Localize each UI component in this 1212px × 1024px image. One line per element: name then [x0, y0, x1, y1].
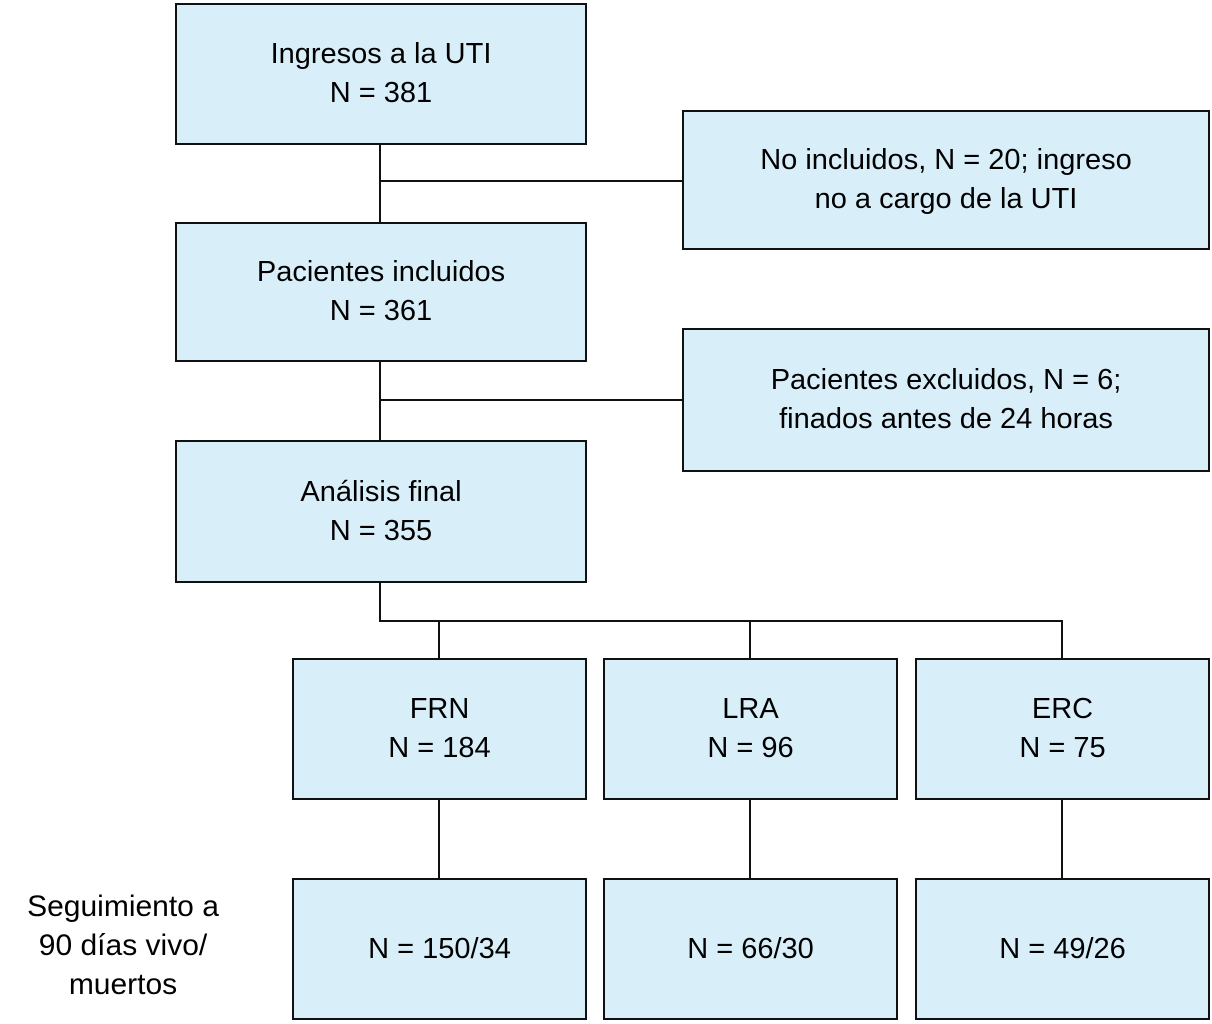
caption-line: muertos	[68, 968, 178, 1001]
node-count: N = 150/34	[368, 932, 511, 965]
node-lra-seguimiento: N = 66/30	[603, 878, 898, 1020]
node-analisis-final: Análisis final N = 355	[175, 440, 587, 583]
connector-branch-no-incluidos	[379, 180, 682, 182]
node-count: N = 361	[329, 295, 433, 327]
node-label: Pacientes excluidos, N = 6;	[770, 364, 1122, 396]
connector-drop-erc	[1061, 620, 1063, 658]
node-count: N = 355	[329, 514, 433, 547]
node-count: N = 75	[1019, 732, 1106, 764]
node-label: Ingresos a la UTI	[270, 38, 492, 70]
node-erc: ERC N = 75	[915, 658, 1210, 800]
node-lra: LRA N = 96	[603, 658, 898, 800]
node-erc-seguimiento: N = 49/26	[915, 878, 1210, 1020]
connector-distribution-bar	[379, 620, 1063, 622]
node-label: Análisis final	[300, 475, 462, 508]
node-frn-seguimiento: N = 150/34	[292, 878, 587, 1020]
node-pacientes-incluidos: Pacientes incluidos N = 361	[175, 222, 587, 362]
node-frn: FRN N = 184	[292, 658, 587, 800]
seguimiento-caption: Seguimiento a 90 días vivo/ muertos	[0, 887, 246, 1004]
node-label: FRN	[409, 693, 470, 725]
connector-drop-frn	[438, 620, 440, 658]
node-count: N = 184	[388, 732, 491, 764]
node-pacientes-excluidos: Pacientes excluidos, N = 6; finados ante…	[682, 328, 1210, 472]
connector-drop-lra	[749, 620, 751, 658]
node-label: LRA	[722, 693, 779, 725]
node-label: ERC	[1031, 693, 1094, 725]
connector-branch-excluidos	[379, 399, 682, 401]
node-count: N = 96	[707, 732, 794, 764]
node-ingresos-uti: Ingresos a la UTI N = 381	[175, 3, 587, 145]
node-count: N = 381	[329, 77, 433, 109]
node-label: No incluidos, N = 20; ingreso	[760, 144, 1132, 176]
node-count: N = 49/26	[999, 932, 1126, 965]
node-label: no a cargo de la UTI	[814, 183, 1078, 215]
connector-erc-to-seguimiento	[1061, 800, 1063, 878]
connector-analisis-down-stub	[379, 583, 381, 622]
caption-line: Seguimiento a	[27, 890, 219, 923]
connector-lra-to-seguimiento	[749, 800, 751, 878]
connector-ingresos-to-incluidos	[379, 145, 381, 222]
caption-line: 90 días vivo/	[38, 929, 208, 962]
connector-frn-to-seguimiento	[438, 800, 440, 878]
node-no-incluidos: No incluidos, N = 20; ingreso no a cargo…	[682, 110, 1210, 250]
connector-incluidos-to-analisis	[379, 362, 381, 440]
node-count: N = 66/30	[687, 932, 814, 965]
node-label: finados antes de 24 horas	[779, 403, 1113, 435]
node-label: Pacientes incluidos	[256, 256, 506, 288]
